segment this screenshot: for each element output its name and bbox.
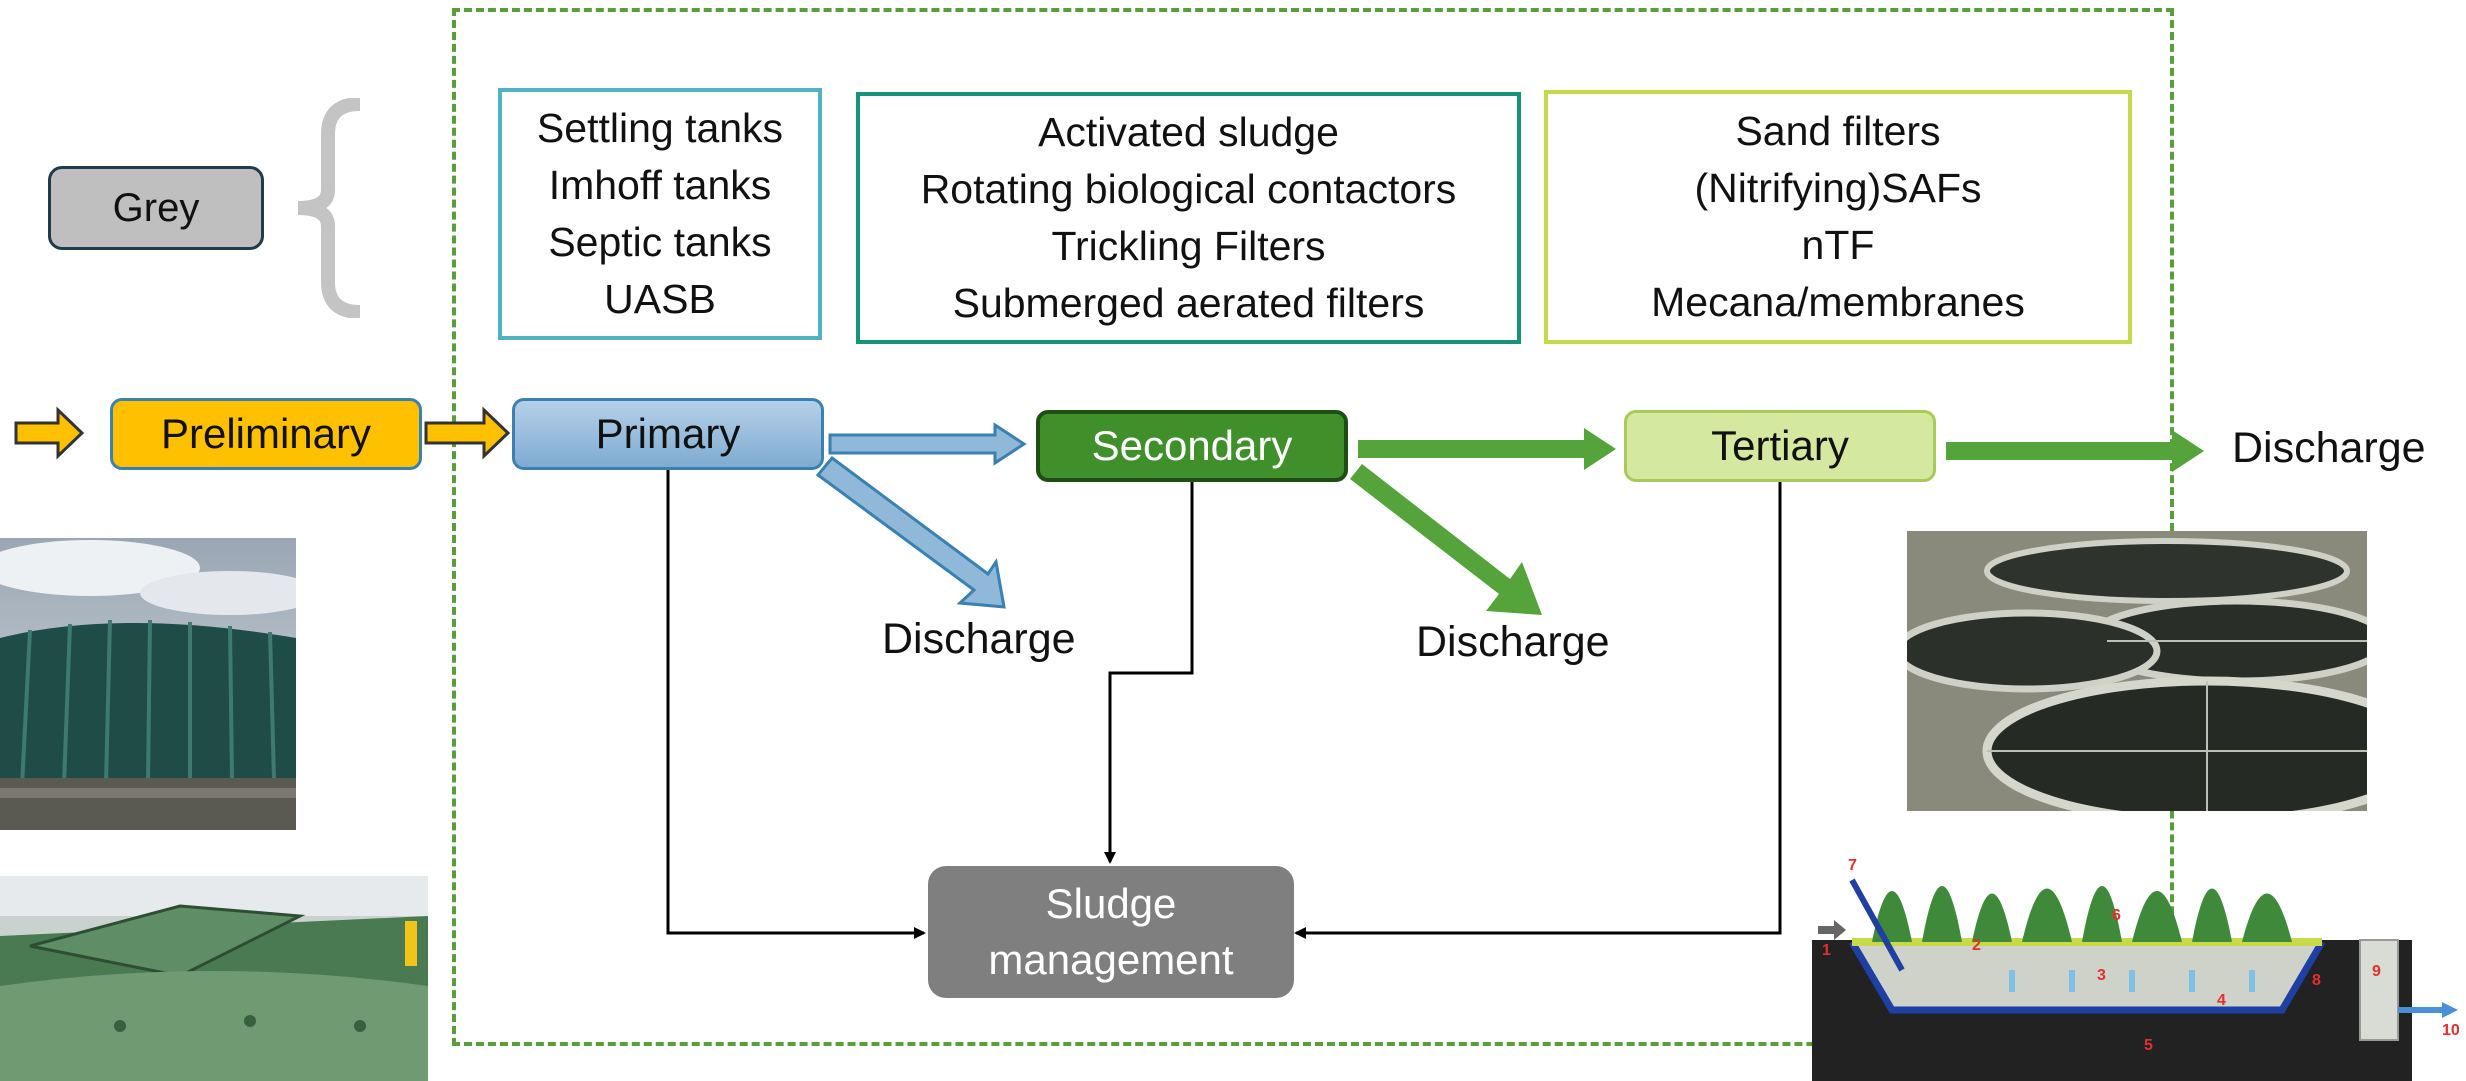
tertiary-tech-item: nTF (1801, 222, 1875, 268)
tertiary-tech-item: (Nitrifying)SAFs (1694, 165, 1982, 211)
wetland-label: 8 (2312, 972, 2321, 989)
green-tank-photo (0, 876, 428, 1081)
secondary-tech-item: Trickling Filters (1051, 223, 1326, 269)
covered-tank-photo (0, 538, 296, 830)
inlet-arrow-icon (14, 406, 85, 460)
secondary-tech-item: Submerged aerated filters (952, 280, 1425, 326)
discharge-label-final: Discharge (2232, 424, 2426, 472)
wetland-label: 2 (1972, 937, 1981, 954)
curly-brace-icon (297, 98, 361, 318)
secondary-to-tertiary-arrow (1358, 428, 1616, 470)
grey-water-box: Grey (48, 166, 264, 250)
sludge-label-line1: Sludge (1045, 880, 1177, 927)
primary-to-sludge-connector (666, 468, 926, 939)
wetland-label: 7 (1848, 857, 1857, 874)
wetland-label: 6 (2112, 907, 2121, 924)
wetland-label: 9 (2372, 963, 2381, 980)
primary-to-secondary-arrow (828, 422, 1027, 466)
tertiary-tech-item: Mecana/membranes (1651, 279, 2025, 325)
primary-to-discharge-arrow (815, 455, 1006, 609)
grey-label: Grey (112, 185, 200, 230)
primary-stage: Primary (512, 398, 824, 470)
discharge-label-secondary: Discharge (1416, 618, 1610, 666)
trickling-filter-photo (1907, 531, 2367, 811)
primary-tech-item: UASB (604, 276, 716, 322)
primary-tech-item: Imhoff tanks (548, 162, 772, 208)
wetland-label: 10 (2442, 1022, 2460, 1039)
secondary-technologies-box: Activated sludge Rotating biological con… (856, 92, 1521, 344)
primary-tech-item: Settling tanks (536, 105, 784, 151)
wetland-label: 3 (2097, 967, 2106, 984)
tertiary-stage: Tertiary (1624, 410, 1936, 482)
constructed-wetland-diagram: 1 2 3 4 5 6 7 8 9 10 (1812, 820, 2466, 1081)
sludge-management-stage: Sludge management (928, 866, 1294, 998)
secondary-to-sludge-connector (1104, 482, 1194, 864)
preliminary-label: Preliminary (160, 410, 372, 457)
secondary-stage: Secondary (1036, 410, 1348, 482)
discharge-label-primary: Discharge (882, 615, 1076, 663)
secondary-tech-item: Activated sludge (1038, 109, 1339, 155)
primary-tech-item: Septic tanks (548, 219, 772, 265)
wetland-label: 1 (1822, 942, 1831, 959)
wetland-label: 4 (2217, 992, 2226, 1009)
primary-technologies-box: Settling tanks Imhoff tanks Septic tanks… (498, 88, 822, 340)
secondary-label: Secondary (1091, 422, 1293, 469)
preliminary-to-primary-arrow (424, 406, 511, 460)
tertiary-tech-item: Sand filters (1735, 108, 1941, 154)
tertiary-technologies-box: Sand filters (Nitrifying)SAFs nTF Mecana… (1544, 90, 2132, 344)
tertiary-label: Tertiary (1711, 422, 1849, 469)
wetland-label: 5 (2144, 1037, 2153, 1054)
treatment-system-boundary (452, 8, 2174, 1046)
preliminary-stage: Preliminary (110, 398, 422, 470)
tertiary-to-discharge-arrow (1946, 430, 2204, 472)
secondary-to-discharge-arrow (1350, 464, 1542, 615)
primary-label: Primary (595, 410, 741, 457)
tertiary-to-sludge-connector (1294, 482, 1782, 939)
sludge-label-line2: management (988, 936, 1234, 983)
secondary-tech-item: Rotating biological contactors (920, 166, 1457, 212)
